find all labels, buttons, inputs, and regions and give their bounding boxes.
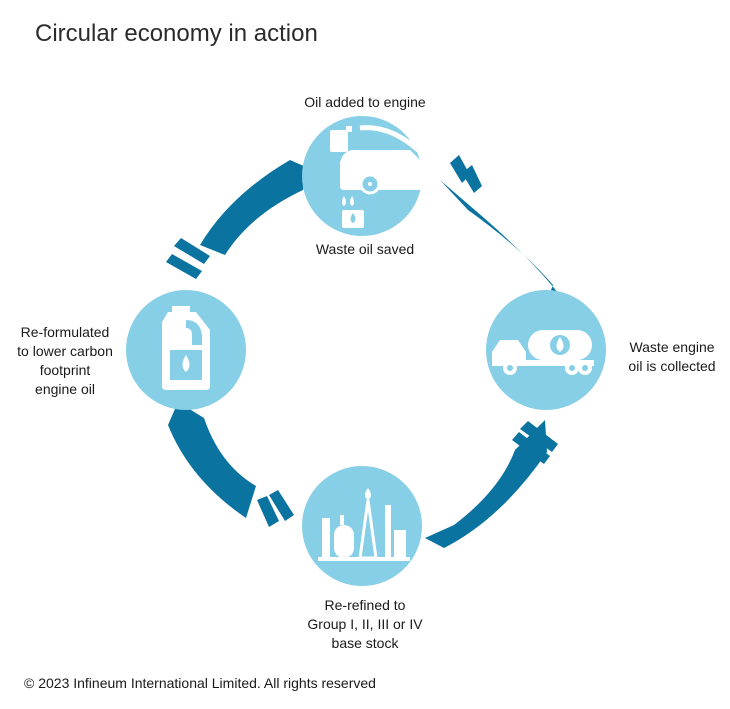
arrow-dash: [269, 490, 294, 521]
refinery-icon: [318, 488, 410, 561]
car-engine-oil-icon: [330, 125, 422, 228]
stage-label-re-formulated: Re-formulated to lower carbon footprint …: [17, 324, 113, 397]
arrow-dash: [520, 421, 558, 452]
stage-circle: [302, 466, 422, 586]
tanker-truck-icon: [492, 330, 594, 375]
oil-bottle-icon: [162, 306, 210, 390]
arrow-dash: [462, 165, 482, 193]
arrow-dash: [257, 496, 279, 527]
inner-label-waste-oil-saved: Waste oil saved: [315, 241, 415, 257]
arrow-segment-right-bottom: [425, 420, 547, 548]
stage-re-formulated: [126, 290, 246, 410]
copyright-footer: © 2023 Infineum International Limited. A…: [24, 675, 376, 691]
arrow-dash: [512, 432, 550, 464]
stage-label-oil-added: Oil added to engine: [304, 94, 426, 110]
stage-re-refined: [302, 466, 422, 586]
stage-collected: [486, 290, 606, 410]
stage-label-re-refined: Re-refined to Group I, II, III or IV bas…: [307, 597, 423, 651]
stage-oil-added: [302, 116, 422, 236]
diagram-title: Circular economy in action: [35, 20, 318, 47]
arrow-dash: [174, 238, 210, 264]
arrow-dash: [166, 254, 202, 279]
arrow-segment-bottom-left: [168, 402, 256, 518]
stage-label-collected: Waste engine oil is collected: [628, 339, 716, 374]
arrow-segment-left-top: [200, 160, 306, 255]
